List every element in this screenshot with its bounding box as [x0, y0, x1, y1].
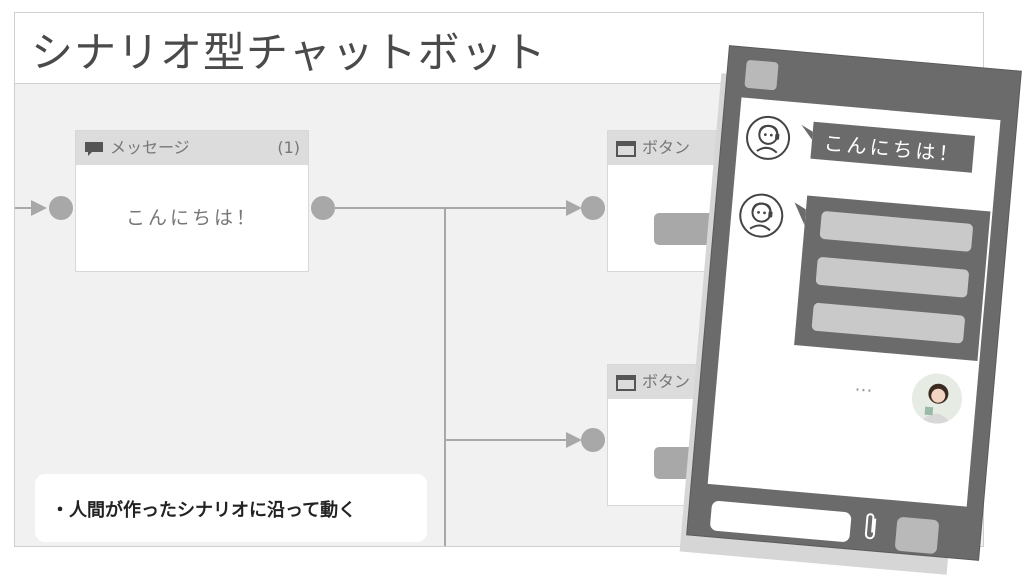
chat-bubble-icon: [85, 142, 103, 156]
feature-note: ・人間が作ったシナリオに沿って動く: [35, 474, 427, 542]
bot-avatar-icon: [744, 114, 792, 162]
button-node-1-input-port[interactable]: [581, 196, 605, 220]
message-output-port[interactable]: [311, 196, 335, 220]
bubble-tail: [801, 124, 813, 140]
button-node-2-label: ボタン: [642, 372, 691, 391]
message-node-label: メッセージ: [110, 138, 190, 157]
feature-note-text: ・人間が作ったシナリオに沿って動く: [51, 500, 357, 521]
message-node-body: こんにちは！: [125, 207, 258, 229]
title-bar: シナリオ型チャットボット: [15, 13, 983, 84]
bubble-tail: [794, 202, 806, 226]
window-icon: [616, 141, 636, 157]
button-node-2-input-port[interactable]: [581, 428, 605, 452]
send-button[interactable]: [894, 516, 940, 555]
flow-connectors: [15, 200, 582, 546]
message-input[interactable]: [709, 500, 852, 543]
message-node-header: メッセージ (1): [76, 131, 308, 165]
choice-button-3[interactable]: [811, 302, 966, 344]
paperclip-icon[interactable]: [861, 512, 882, 549]
phone-back-button[interactable]: [744, 59, 779, 91]
user-avatar: [909, 371, 965, 426]
phone-mockup: こんにちは！ …: [687, 46, 1021, 560]
bot-avatar-icon: [737, 191, 786, 240]
window-icon: [616, 375, 636, 391]
bot-choices-bubble: [794, 195, 991, 361]
message-input-port[interactable]: [49, 196, 73, 220]
phone-chat-screen: こんにちは！ …: [707, 97, 1001, 507]
choice-button-2[interactable]: [815, 256, 970, 298]
choice-button-1[interactable]: [819, 210, 974, 252]
page-title: シナリオ型チャットボット: [31, 28, 547, 77]
message-node[interactable]: メッセージ (1) こんにちは！: [75, 130, 309, 272]
message-node-count: (1): [277, 138, 300, 157]
typing-indicator: …: [853, 374, 876, 398]
button-node-1-label: ボタン: [642, 138, 691, 157]
bot-greeting-bubble: こんにちは！: [810, 121, 976, 173]
